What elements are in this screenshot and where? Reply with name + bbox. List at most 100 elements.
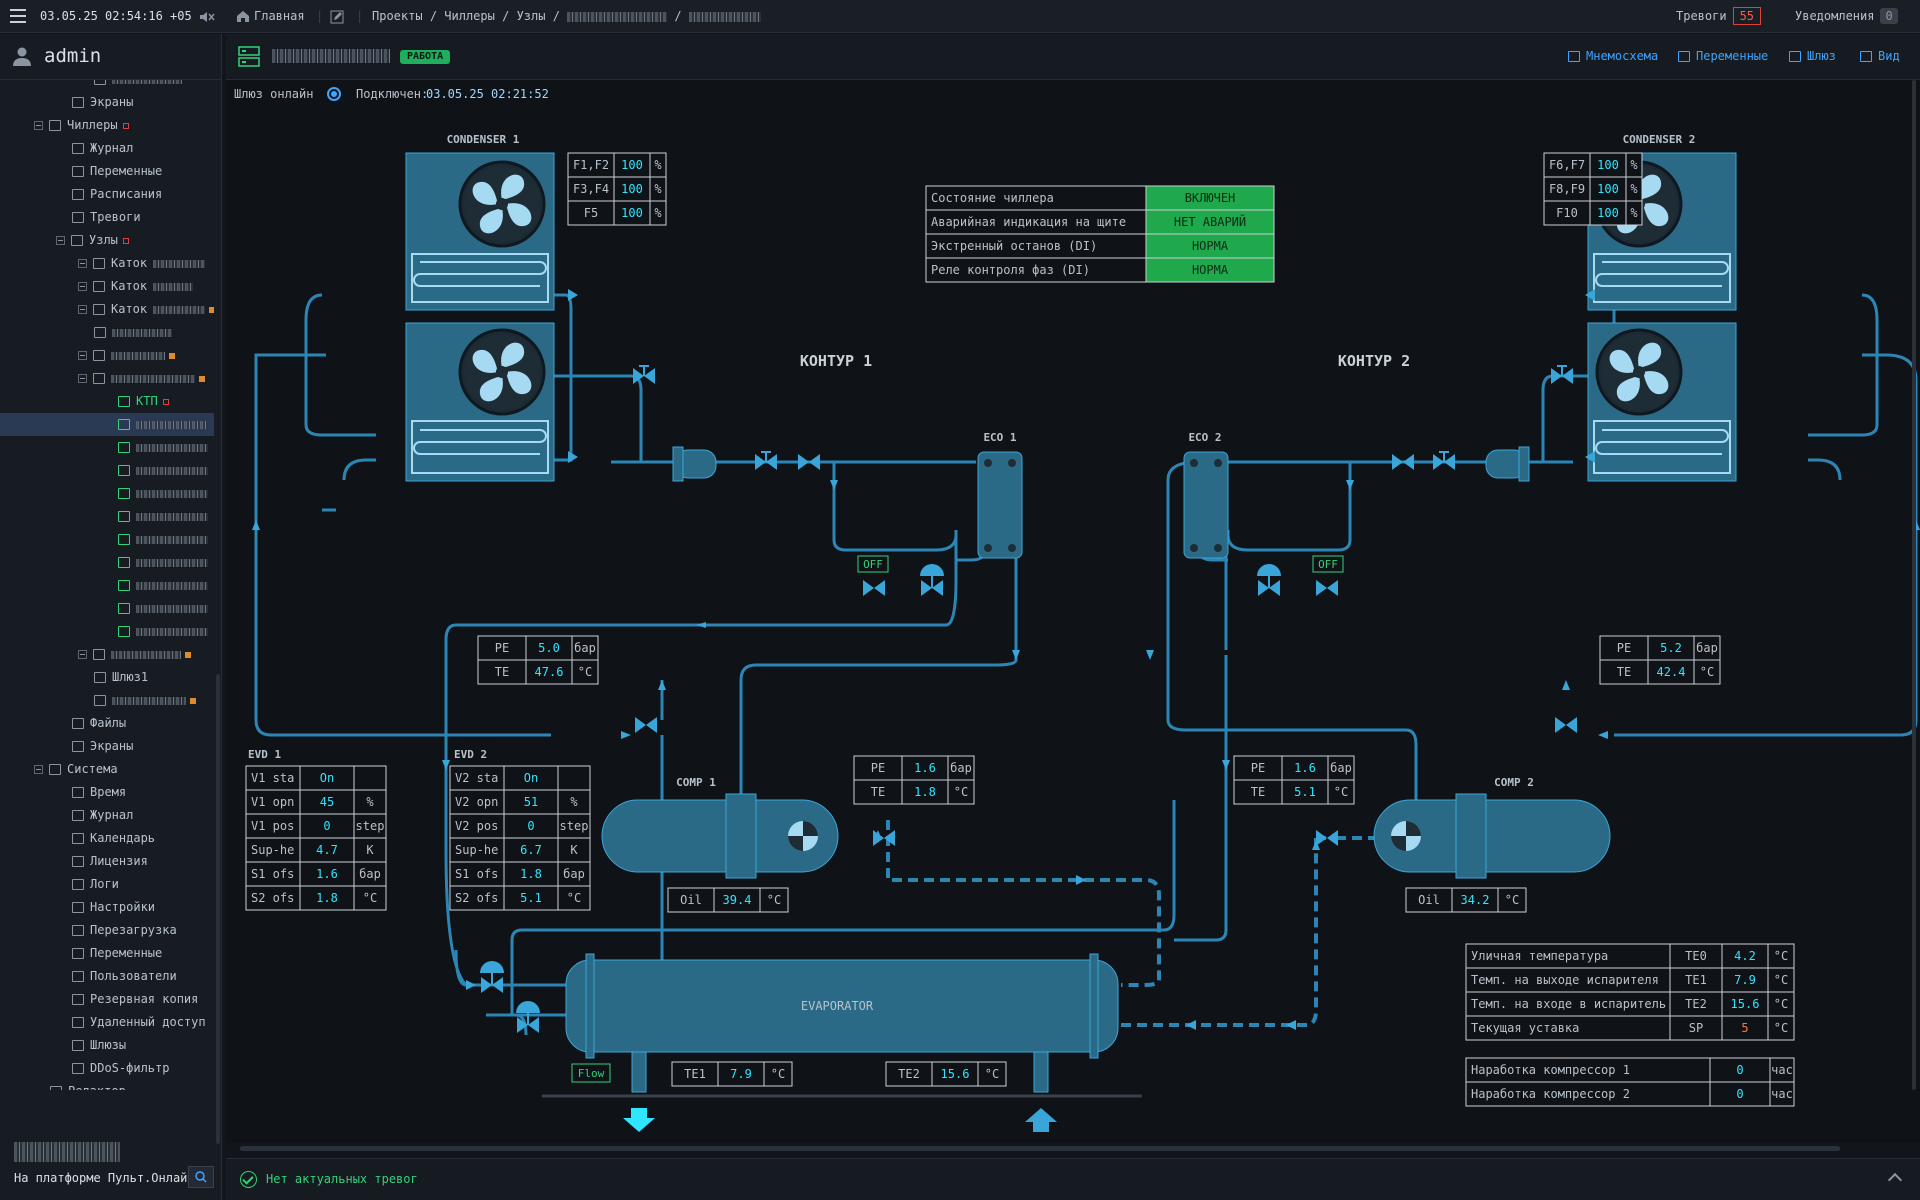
tree-item[interactable] — [0, 643, 214, 666]
tree-item[interactable] — [0, 620, 214, 643]
tree-item[interactable] — [0, 689, 214, 712]
tree-item[interactable]: Удаленный доступ — [0, 1011, 214, 1034]
table-cell-text: Состояние чиллера — [931, 191, 1054, 205]
eco-exp-valve-1[interactable] — [919, 563, 945, 597]
tab-gateway[interactable]: Шлюз — [1789, 49, 1836, 63]
tree-item[interactable]: Журнал — [0, 804, 214, 827]
tree-item[interactable]: Тревоги — [0, 206, 214, 229]
collapse-toggle-icon[interactable] — [78, 259, 87, 268]
collapse-toggle-icon[interactable] — [78, 351, 87, 360]
solenoid-valve-3[interactable] — [1550, 365, 1574, 385]
platform-footer[interactable]: На платформе Пульт.Онлайн — [14, 1171, 195, 1185]
check-valve-1 — [798, 454, 820, 470]
table-cell-text: 1.8 — [914, 785, 936, 799]
eco-valve-2[interactable] — [1316, 580, 1338, 596]
tree-item[interactable]: DDoS-фильтр — [0, 1057, 214, 1080]
tree-item[interactable]: Шлюз1 — [0, 666, 214, 689]
tree-item[interactable] — [0, 597, 214, 620]
eco-valve-1[interactable] — [863, 580, 885, 596]
tab-mnemoscheme[interactable]: Мнемосхема — [1568, 49, 1658, 63]
tree-item[interactable] — [0, 482, 214, 505]
item-icon — [72, 1063, 84, 1074]
tree-item[interactable]: Расписания — [0, 183, 214, 206]
collapse-toggle-icon[interactable] — [56, 236, 65, 245]
tree-item[interactable]: Экраны — [0, 735, 214, 758]
tree-item[interactable] — [0, 505, 214, 528]
canvas-horizontal-scrollbar[interactable] — [240, 1146, 1840, 1151]
search-button[interactable] — [188, 1166, 214, 1188]
tree-item[interactable]: Журнал — [0, 137, 214, 160]
solenoid-valve-2[interactable] — [754, 451, 778, 471]
collapse-toggle-icon[interactable] — [78, 282, 87, 291]
tree-item[interactable]: Настройки — [0, 896, 214, 919]
sidebar-scrollbar[interactable] — [216, 674, 220, 1144]
crumb-redacted[interactable] — [567, 11, 668, 22]
tree-item[interactable]: Шлюзы — [0, 1034, 214, 1057]
table-cell-text: TE — [871, 785, 885, 799]
condenser-1[interactable]: CONDENSER 1 — [405, 133, 555, 482]
tree-item[interactable]: Редактор — [0, 1080, 214, 1090]
menu-icon[interactable] — [10, 9, 26, 23]
tree-item[interactable] — [0, 459, 214, 482]
speaker-muted-icon[interactable] — [199, 0, 215, 33]
tree-item[interactable] — [0, 413, 214, 436]
table-cell-text: Уличная температура — [1471, 949, 1608, 963]
tree-item[interactable]: Каток — [0, 252, 214, 275]
tree-item[interactable]: Календарь — [0, 827, 214, 850]
user-row[interactable]: admin — [0, 34, 222, 80]
collapse-toggle-icon[interactable] — [34, 765, 43, 774]
crumb-projects[interactable]: Проекты — [372, 9, 423, 23]
solenoid-valve-1[interactable] — [632, 365, 656, 385]
tab-view[interactable]: Вид — [1860, 49, 1900, 63]
collapse-toggle-icon[interactable] — [78, 374, 87, 383]
crumb-chillers[interactable]: Чиллеры — [444, 9, 495, 23]
tree-item[interactable]: Пользователи — [0, 965, 214, 988]
tree-item[interactable] — [0, 367, 214, 390]
economizer-2[interactable]: ECO 2 — [1183, 431, 1229, 559]
gateway-status: Шлюз онлайн Подключен: 03.05.25 02:21:52 — [234, 87, 549, 101]
tree-item[interactable]: Переменные — [0, 160, 214, 183]
evaporator[interactable]: EVAPORATOR — [542, 953, 1142, 1132]
tree-item[interactable] — [0, 551, 214, 574]
tree-item[interactable]: Чиллеры — [0, 114, 214, 137]
tree-item[interactable] — [0, 344, 214, 367]
tree-item[interactable] — [0, 80, 214, 91]
crumb-redacted-2[interactable] — [688, 11, 761, 22]
tree-item[interactable]: Каток — [0, 298, 214, 321]
economizer-1[interactable]: ECO 1 — [977, 431, 1023, 559]
edit-icon[interactable] — [330, 0, 344, 33]
tree-item[interactable]: КТП — [0, 390, 214, 413]
compressor-1[interactable]: COMP 1 — [601, 776, 839, 879]
canvas-vertical-scrollbar[interactable] — [1912, 80, 1916, 1090]
evd-1-valve[interactable] — [479, 960, 505, 994]
tree-item[interactable] — [0, 528, 214, 551]
tree-item[interactable]: Резервная копия — [0, 988, 214, 1011]
tab-variables[interactable]: Переменные — [1678, 49, 1768, 63]
tree-item[interactable]: Экраны — [0, 91, 214, 114]
tree-item[interactable]: Логи — [0, 873, 214, 896]
collapse-toggle-icon[interactable] — [78, 650, 87, 659]
collapse-toggle-icon[interactable] — [78, 305, 87, 314]
solenoid-valve-4[interactable] — [1432, 451, 1456, 471]
tree-item[interactable] — [0, 574, 214, 597]
eco-exp-valve-2[interactable] — [1256, 563, 1282, 597]
tree-item[interactable]: Каток — [0, 275, 214, 298]
collapse-toggle-icon[interactable] — [34, 121, 43, 130]
home-link[interactable]: Главная — [236, 0, 305, 33]
tree-item[interactable] — [0, 321, 214, 344]
tree-item[interactable]: Система — [0, 758, 214, 781]
crumb-nodes[interactable]: Узлы — [516, 9, 546, 23]
tree-item[interactable] — [0, 436, 214, 459]
tree-item[interactable]: Время — [0, 781, 214, 804]
compressor-2[interactable]: COMP 2 — [1373, 776, 1611, 879]
tree-item[interactable]: Узлы — [0, 229, 214, 252]
tree-item[interactable]: Лицензия — [0, 850, 214, 873]
tree-item[interactable]: Файлы — [0, 712, 214, 735]
tree-item[interactable]: Переменные — [0, 942, 214, 965]
tree-item-label: Лицензия — [90, 854, 148, 868]
tree-item[interactable]: Перезагрузка — [0, 919, 214, 942]
item-icon — [72, 925, 84, 936]
chevron-up-icon[interactable] — [1887, 1172, 1903, 1188]
